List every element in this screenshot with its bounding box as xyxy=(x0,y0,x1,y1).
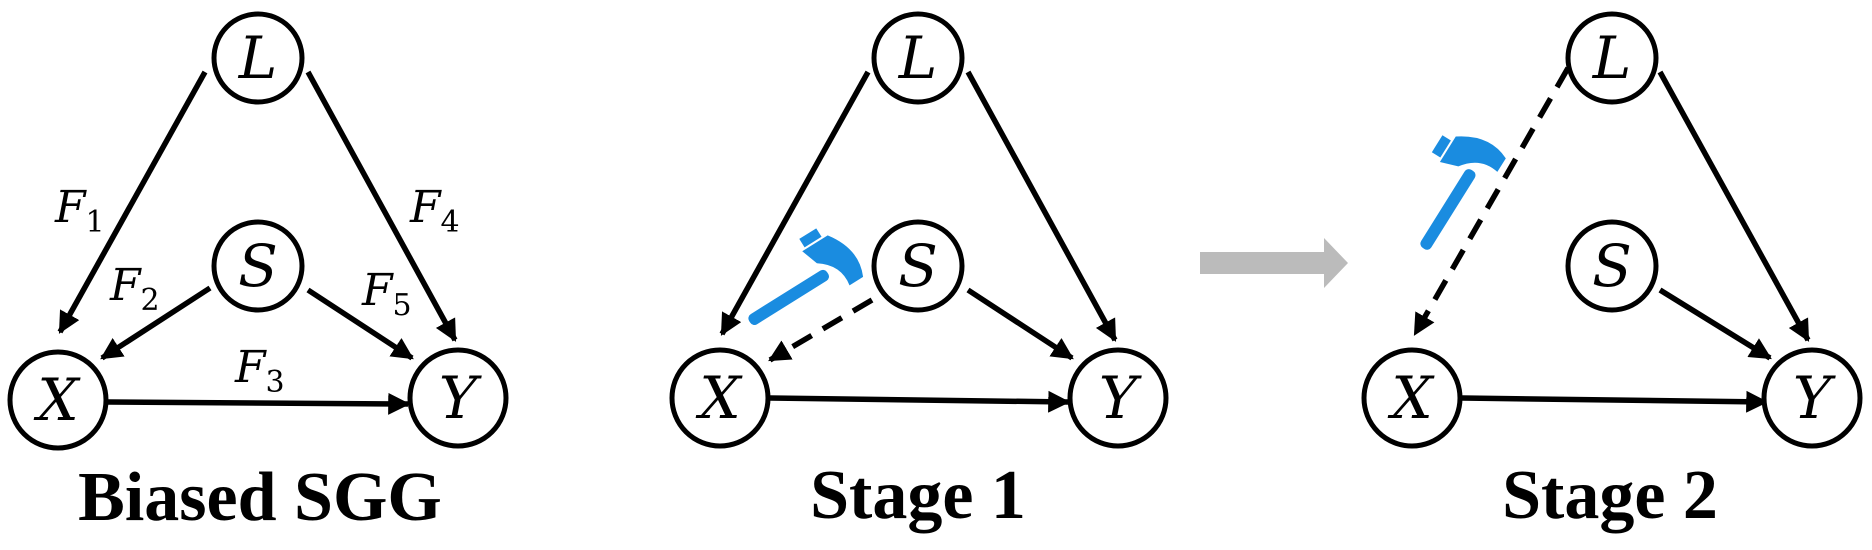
node-x: X xyxy=(1361,347,1463,449)
panel-stage-1: L S X Y Stage 1 xyxy=(669,11,1169,534)
edge-l-x xyxy=(719,70,871,336)
right-arrow-icon xyxy=(1200,238,1348,288)
node-x: X xyxy=(669,347,771,449)
panel-biased-sgg: F1 F4 F2 F5 F3 L S X Y Biased SGG xyxy=(7,11,509,536)
edge-x-y xyxy=(769,390,1071,413)
svg-text:X: X xyxy=(33,366,81,434)
svg-text:L: L xyxy=(238,24,278,92)
panel-stage-2: L S X Y Stage 2 xyxy=(1361,11,1863,534)
svg-text:X: X xyxy=(1387,364,1435,432)
svg-text:L: L xyxy=(898,24,938,92)
node-x: X xyxy=(7,349,109,451)
edge-label-f2: F2 xyxy=(109,260,160,318)
svg-text:S: S xyxy=(1592,232,1632,300)
node-l: L xyxy=(211,11,305,105)
hammer-icon xyxy=(726,218,867,341)
edge-s-y xyxy=(306,287,414,361)
svg-text:Y: Y xyxy=(1099,364,1142,432)
edge-s-x-cut xyxy=(768,297,874,363)
svg-text:S: S xyxy=(898,232,938,300)
svg-text:X: X xyxy=(695,364,743,432)
edge-l-y xyxy=(965,70,1118,342)
edge-s-y xyxy=(966,287,1074,361)
hammer-icon xyxy=(1386,119,1509,261)
node-s: S xyxy=(211,219,305,313)
edge-x-y xyxy=(107,392,411,415)
edge-s-x xyxy=(100,285,212,361)
node-y: Y xyxy=(1761,347,1863,449)
svg-text:Y: Y xyxy=(1793,364,1836,432)
edge-label-f5: F5 xyxy=(361,265,412,323)
edge-s-y xyxy=(1658,287,1772,361)
node-s: S xyxy=(1565,219,1659,313)
caption-stage-2: Stage 2 xyxy=(1502,457,1718,534)
edge-l-x xyxy=(57,70,208,334)
edge-label-f1: F1 xyxy=(54,182,105,240)
svg-text:Y: Y xyxy=(439,364,482,432)
node-y: Y xyxy=(1067,347,1169,449)
node-l: L xyxy=(871,11,965,105)
caption-biased-sgg: Biased SGG xyxy=(78,459,442,536)
edge-label-f4: F4 xyxy=(409,182,460,240)
caption-stage-1: Stage 1 xyxy=(810,457,1026,534)
node-y: Y xyxy=(407,347,509,449)
svg-text:S: S xyxy=(238,232,278,300)
svg-text:L: L xyxy=(1592,24,1632,92)
edge-l-x-cut xyxy=(1412,66,1571,336)
node-s: S xyxy=(871,219,965,313)
edge-label-f3: F3 xyxy=(234,342,285,400)
edge-l-y xyxy=(1657,70,1811,342)
edge-x-y xyxy=(1461,390,1769,413)
edge-l-y xyxy=(305,70,458,342)
node-l: L xyxy=(1565,11,1659,105)
